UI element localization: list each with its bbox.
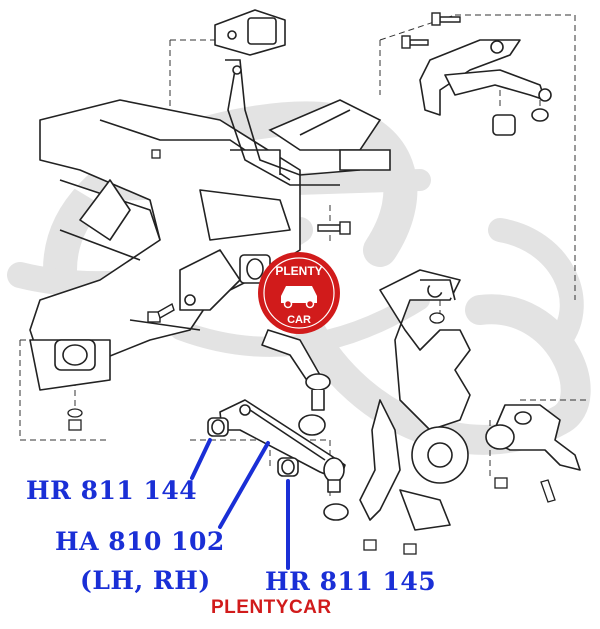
brand-caption: PLENTYCAR — [211, 597, 332, 618]
top-bracket — [214, 9, 286, 56]
upper-control-arm — [419, 39, 552, 136]
logo-top-text: PLENTY — [275, 264, 322, 278]
subframe — [29, 99, 301, 391]
part-label-ha-810-102: HA 810 102 — [55, 527, 225, 556]
plentycar-logo: PLENTY CAR — [258, 252, 340, 334]
tie-rod — [261, 329, 331, 436]
right-bracket — [485, 404, 581, 471]
logo-bottom-text: CAR — [287, 314, 311, 326]
bolts-top — [147, 12, 461, 323]
part-label-hr-811-145: HR 811 145 — [265, 567, 437, 596]
part-label-lh-rh: (LH, RH) — [80, 566, 211, 595]
stabilizer-link — [225, 59, 391, 186]
lower-control-arm — [207, 399, 349, 521]
leader-lines — [190, 438, 290, 570]
part-label-hr-811-144: HR 811 144 — [26, 476, 198, 505]
steering-knuckle — [359, 269, 471, 531]
nuts-washers — [67, 149, 556, 555]
